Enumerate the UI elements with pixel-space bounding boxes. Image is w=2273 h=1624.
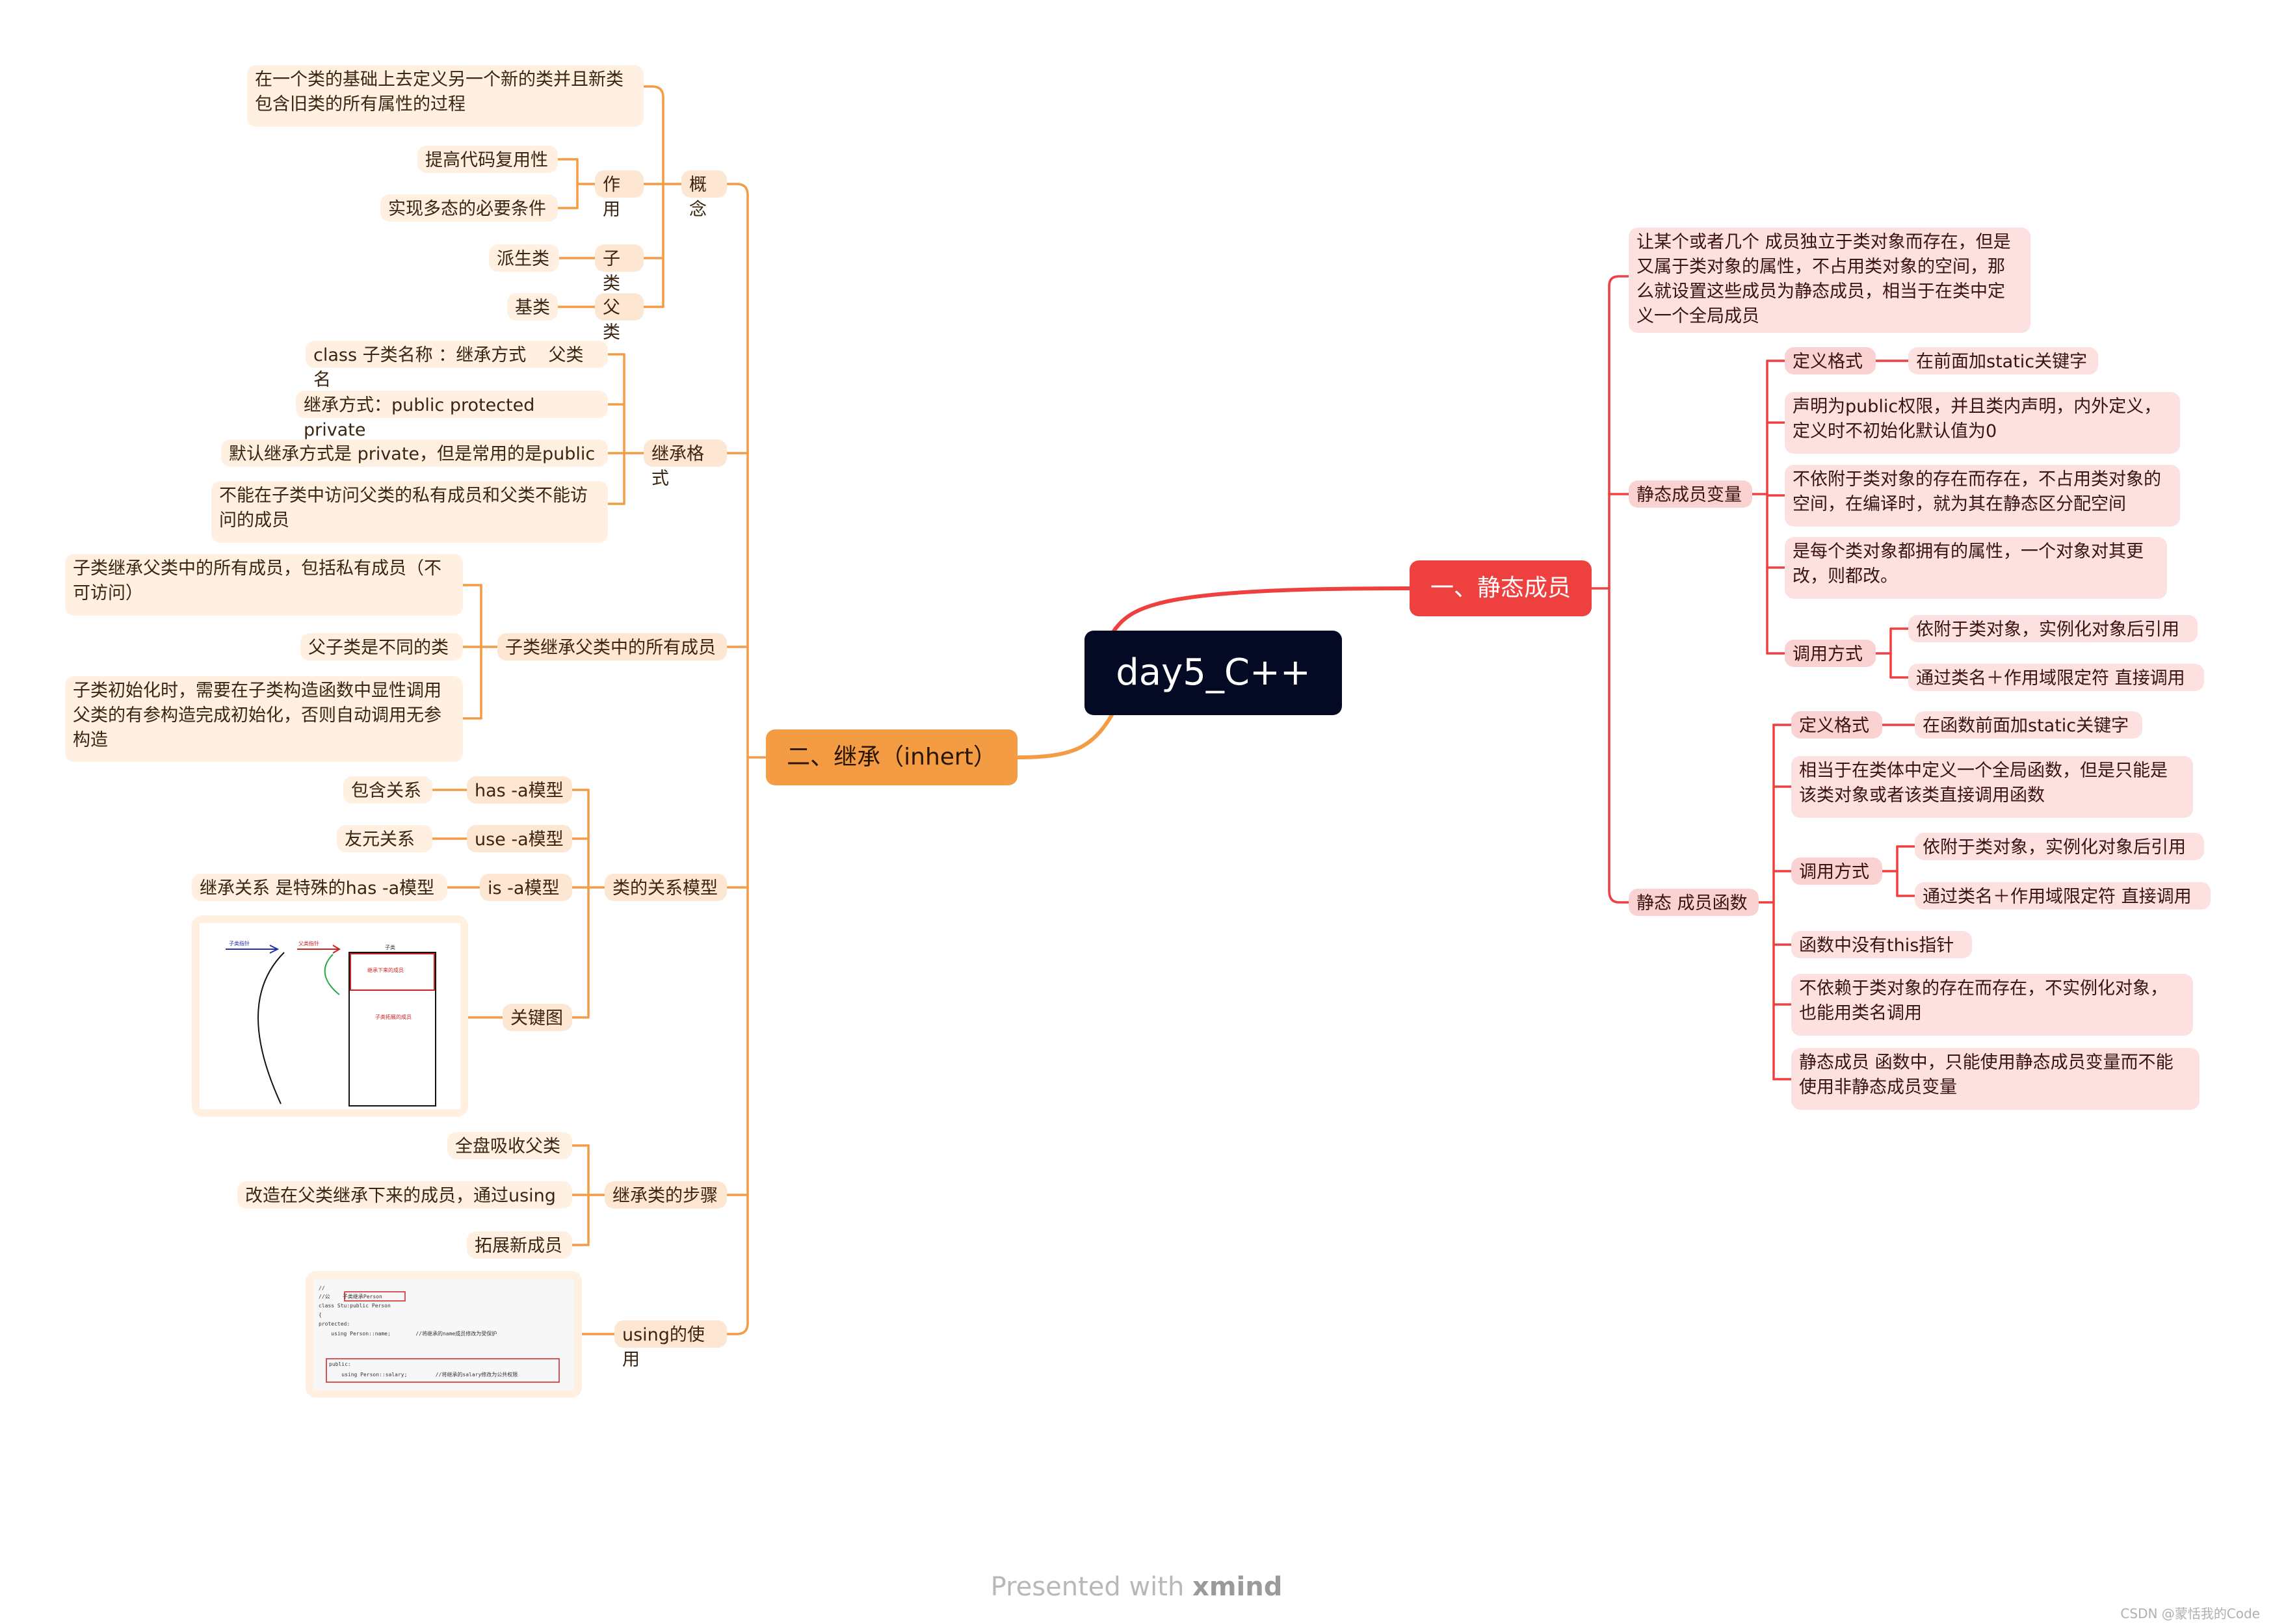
inheritance-memory-diagram [226,945,436,1107]
static-var-point-public: 声明为public权限，并且类内声明，内外定义， 定义时不初始化默认值为0 [1785,392,2180,454]
static-var-point-shared: 是每个类对象都拥有的属性，一个对象对其更 改，则都改。 [1785,537,2167,599]
presented-with-footer: Presented with xmind [0,1572,2273,1602]
use-a-desc: 友元关系 [337,825,432,852]
key-left-tag: 子类指针 [229,941,250,947]
step-modify: 改造在父类继承下来的成员，通过using [237,1181,572,1209]
role-item-polymorphism: 实现多态的必要条件 [380,194,558,222]
format-item-default: 默认继承方式是 private，但是常用的是public [221,439,608,467]
using-node[interactable]: using的使用 [614,1320,727,1370]
concept-node[interactable]: 概念 [681,170,727,220]
key-diagram-image[interactable]: 子类指针 父类指针 子类 继承下来的成员 子类拓展的成员 [192,915,468,1117]
topic-static-members[interactable]: 一、静态成员 [1410,560,1592,616]
code-line-8: using Person::salary; //将继承的salary修改为公共权… [329,1372,518,1378]
derived-class-node: 派生类 [489,244,559,272]
static-var-call-class: 通过类名＋作用域限定符 直接调用 [1908,664,2204,691]
has-a-model[interactable]: has -a模型 [467,776,572,804]
static-var-def-value: 在前面加static关键字 [1908,347,2098,374]
format-item-modes: 继承方式：public protected private [296,391,608,440]
all-members-item-different: 父子类是不同的类 [300,633,463,661]
csdn-watermark: CSDN @蒙恬我的Code [2120,1606,2260,1621]
static-func-call-object: 依附于类对象，实例化对象后引用 [1915,833,2204,860]
using-code-image[interactable]: // //公 子类继承Person class Stu:public Perso… [306,1271,582,1398]
key-inner-label: 继承下来的成员 [367,967,404,973]
topic-inheritance[interactable]: 二、继承（inhert） [766,729,1018,785]
child-class-node[interactable]: 子类 [595,244,644,294]
static-func-def-node[interactable]: 定义格式 [1791,711,1882,739]
static-func-static-only: 静态成员 函数中，只能使用静态成员变量而不能 使用非静态成员变量 [1791,1048,2200,1110]
relations-node[interactable]: 类的关系模型 [605,874,727,901]
static-func-def-value: 在函数前面加static关键字 [1915,711,2142,739]
code-line-3: { [319,1312,322,1318]
format-node[interactable]: 继承格式 [644,439,727,489]
is-a-model[interactable]: is -a模型 [480,874,572,901]
role-item-reuse: 提高代码复用性 [417,146,558,173]
code-line-4: protected: [319,1321,350,1327]
all-members-item-private: 子类继承父类中的所有成员，包括私有成员（不 可访问） [65,554,463,616]
static-func-node[interactable]: 静态 成员函数 [1629,889,1759,916]
role-node[interactable]: 作用 [595,170,644,220]
step-extend: 拓展新成员 [467,1231,572,1259]
format-item-private: 不能在子类中访问父类的私有成员和父类不能访 问的成员 [211,481,608,543]
key-box-title: 子类 [385,945,395,950]
static-var-point-memory: 不依附于类对象的存在而存在，不占用类对象的 空间，在编译时，就为其在静态区分配空… [1785,465,2180,527]
all-members-node[interactable]: 子类继承父类中的所有成员 [497,633,727,661]
code-line-7: public: [329,1361,351,1367]
static-func-call-class: 通过类名＋作用域限定符 直接调用 [1915,882,2211,910]
use-a-model[interactable]: use -a模型 [467,825,572,852]
steps-node[interactable]: 继承类的步骤 [605,1181,727,1209]
key-mid-tag: 父类指针 [298,941,319,947]
code-line-5: using Person::name; //将继承的name成员修改为受保护 [319,1331,497,1337]
static-var-node[interactable]: 静态成员变量 [1629,480,1752,508]
static-func-global-point: 相当于在类体中定义一个全局函数，但是只能是 该类对象或者该类直接调用函数 [1791,756,2193,818]
static-func-no-instance: 不依赖于类对象的存在而存在，不实例化对象， 也能用类名调用 [1791,974,2193,1036]
xmind-brand: xmind [1192,1572,1283,1602]
static-func-no-this: 函数中没有this指针 [1791,931,1972,958]
concept-definition: 在一个类的基础上去定义另一个新的类并且新类 包含旧类的所有属性的过程 [247,65,644,127]
static-var-call-object: 依附于类对象，实例化对象后引用 [1908,615,2198,642]
code-line-2: class Stu:public Person [319,1303,391,1309]
code-highlight-boxes [326,1291,560,1383]
static-intro: 让某个或者几个 成员独立于类对象而存在，但是 又属于类对象的属性，不占用类对象的… [1629,228,2030,333]
parent-class-node[interactable]: 父类 [595,293,644,343]
is-a-desc: 继承关系 是特殊的has -a模型 [192,874,447,901]
code-line-1: //公 子类继承Person [319,1294,382,1300]
static-var-call-node[interactable]: 调用方式 [1785,640,1876,667]
key-diagram-node[interactable]: 关键图 [503,1004,572,1031]
root-topic[interactable]: day5_C++ [1084,631,1342,715]
static-func-call-node[interactable]: 调用方式 [1791,858,1882,885]
has-a-desc: 包含关系 [343,776,432,804]
static-var-def-node[interactable]: 定义格式 [1785,347,1876,374]
presented-text: Presented with [990,1572,1193,1602]
code-line-0: // [319,1285,325,1291]
format-item-syntax: class 子类名称 ：继承方式 父类名 [306,341,608,390]
base-class-node: 基类 [507,293,558,321]
step-absorb: 全盘吸收父类 [447,1132,572,1159]
all-members-item-constructor: 子类初始化时，需要在子类构造函数中显性调用 父类的有参构造完成初始化，否则自动调… [65,676,463,762]
key-lower-label: 子类拓展的成员 [375,1014,412,1020]
